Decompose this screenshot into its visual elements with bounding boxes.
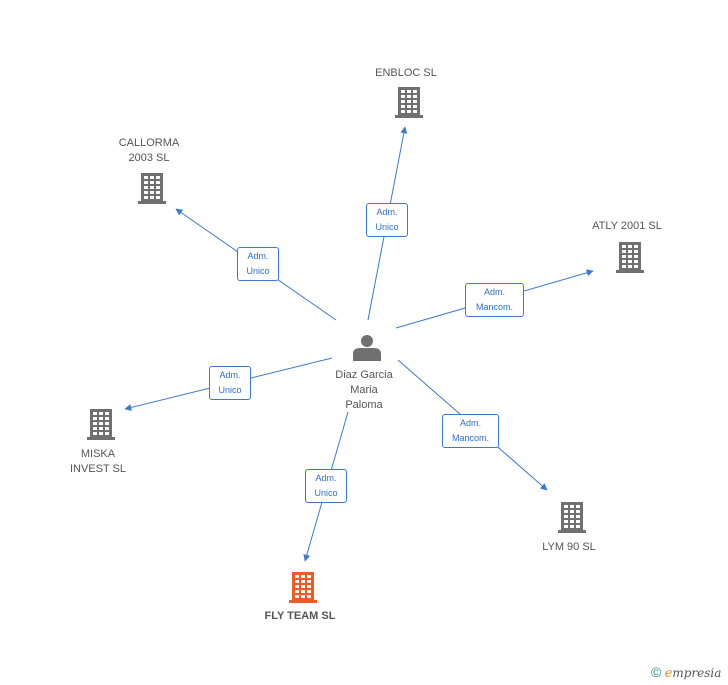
- building-icon-miska: [87, 409, 115, 440]
- role-label-miska: Adm. Unico: [209, 366, 251, 400]
- copyright-symbol: ©: [651, 664, 662, 680]
- role-label-lym: Adm. Mancom.: [442, 414, 499, 448]
- building-icon-lym: [558, 502, 586, 533]
- company-name-lym: LYM 90 SL: [542, 541, 596, 553]
- empresia-logo: © empresia: [651, 664, 721, 681]
- role-label-atly: Adm. Mancom.: [465, 283, 524, 317]
- role-label-flyteam: Adm. Unico: [305, 469, 347, 503]
- company-name-callorma: CALLORMA 2003 SL: [118, 137, 180, 164]
- company-name-miska: MISKA INVEST SL: [69, 448, 127, 475]
- building-icon-callorma: [138, 173, 166, 204]
- brand-rest: mpresia: [672, 666, 722, 680]
- company-name-atly: ATLY 2001 SL: [592, 220, 662, 232]
- person-icon: [353, 335, 381, 361]
- building-icon-flyteam: [289, 572, 317, 603]
- role-label-callorma: Adm. Unico: [237, 247, 279, 281]
- building-icon-atly: [616, 242, 644, 273]
- company-name-enbloc: ENBLOC SL: [375, 67, 437, 79]
- company-name-flyteam: FLY TEAM SL: [264, 610, 336, 622]
- building-icon-enbloc: [395, 87, 423, 118]
- brand-e: e: [664, 666, 673, 681]
- role-label-enbloc: Adm. Unico: [366, 203, 408, 237]
- person-name: Diaz Garcia Maria Paloma: [335, 369, 393, 411]
